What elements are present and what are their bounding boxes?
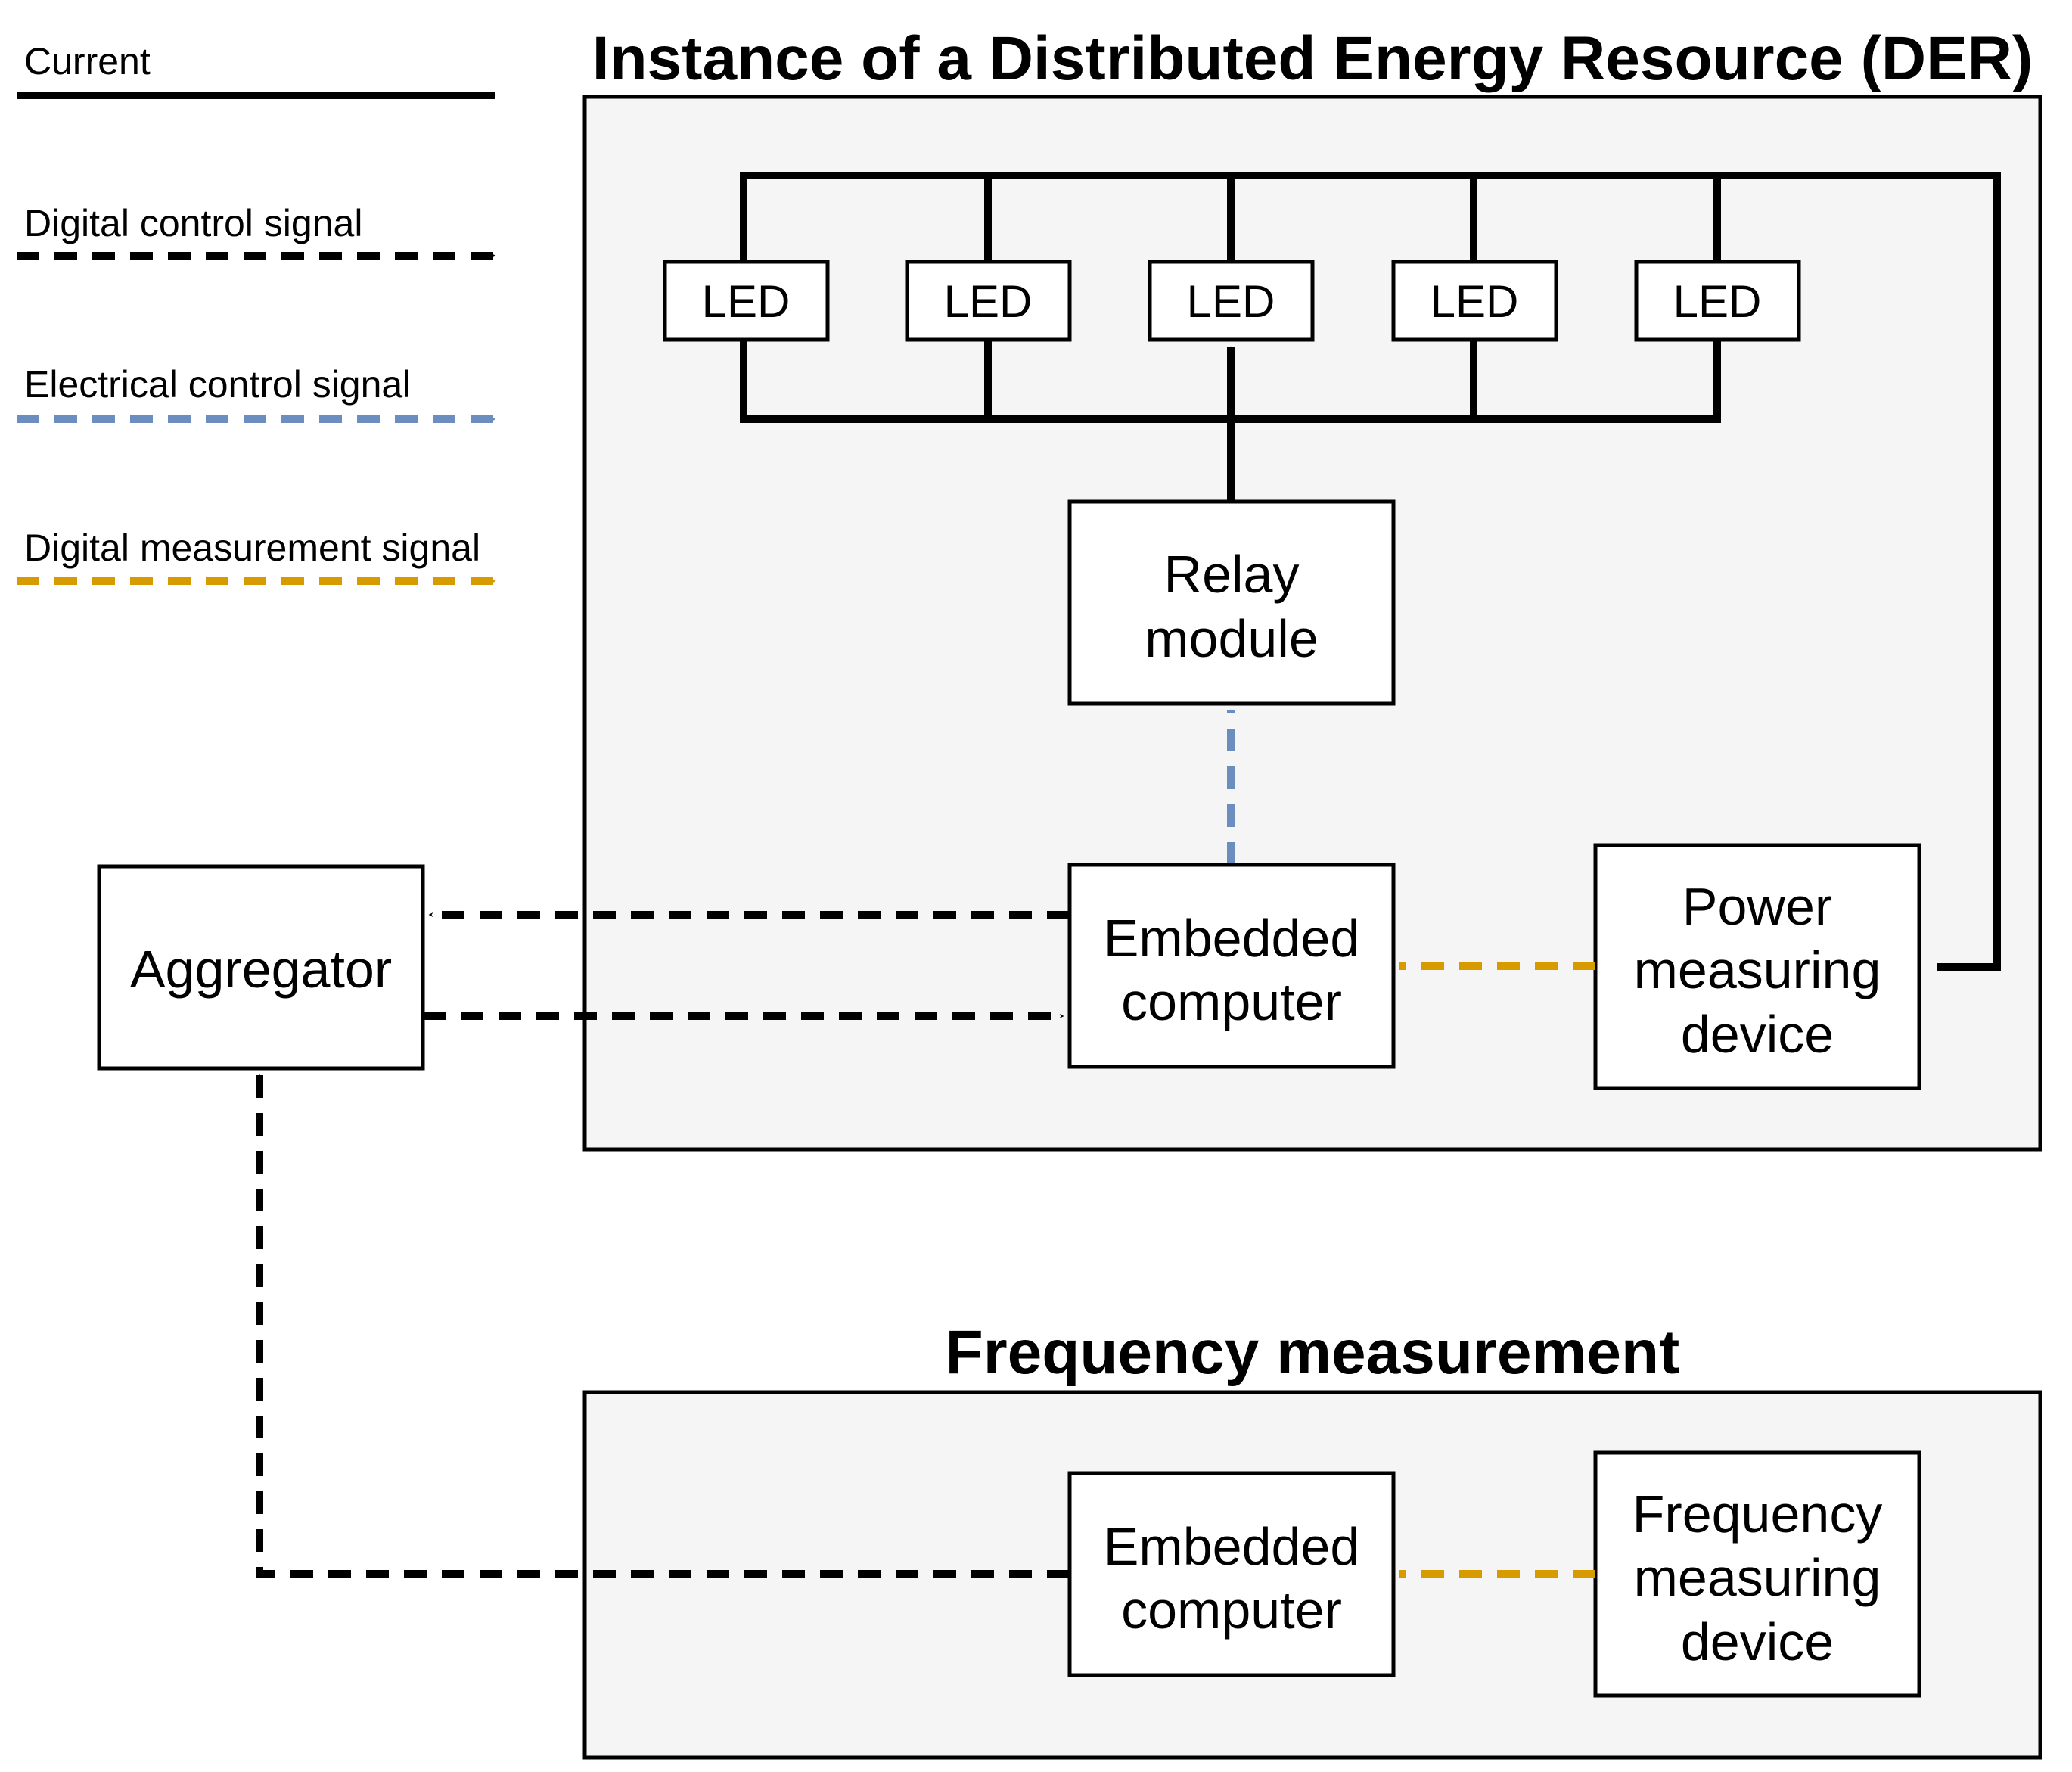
- legend-digital-control-label: Digital control signal: [24, 202, 362, 244]
- frequency-measuring-device-label-line3: device: [1681, 1612, 1834, 1671]
- der-embedded-computer-box: [1067, 863, 1396, 1069]
- power-measuring-device-box: [1593, 843, 1921, 1090]
- led-label: LED: [1673, 276, 1762, 327]
- freq-embedded-computer-label-line2: computer: [1121, 1581, 1342, 1640]
- led-label: LED: [702, 276, 791, 327]
- legend-electrical-control-label: Electrical control signal: [24, 363, 411, 406]
- legend-current-label: Current: [24, 40, 151, 82]
- freq-embedded-computer-label-line1: Embedded: [1104, 1517, 1360, 1576]
- power-measuring-device-label-line3: device: [1681, 1005, 1834, 1064]
- led-label: LED: [1431, 276, 1519, 327]
- freq-embedded-computer-box: [1067, 1471, 1396, 1677]
- led-row: LED LED LED LED LED: [663, 260, 1801, 342]
- led-box: [663, 260, 830, 342]
- der-embedded-computer-label-line1: Embedded: [1104, 909, 1360, 968]
- relay-module-label-line2: module: [1145, 609, 1319, 668]
- frequency-measuring-device-label-line2: measuring: [1634, 1548, 1881, 1607]
- der-group-title: Instance of a Distributed Energy Resourc…: [592, 24, 2033, 93]
- freq-group-title: Frequency measurement: [946, 1318, 1680, 1387]
- freq-embedded-to-aggregator-arrow: [256, 1074, 1070, 1578]
- power-measuring-device-label-line1: Power: [1682, 877, 1832, 936]
- der-embedded-computer-label-line2: computer: [1121, 972, 1342, 1031]
- aggregator-label: Aggregator: [130, 940, 392, 999]
- legend: Current Digital control signal Electrica…: [17, 40, 496, 585]
- current-wiring: [740, 172, 2001, 971]
- led-box: [1391, 260, 1558, 342]
- power-measuring-device-label-line2: measuring: [1634, 940, 1881, 999]
- relay-module-box: [1067, 499, 1396, 706]
- led-box: [905, 260, 1072, 342]
- led-label: LED: [944, 276, 1033, 327]
- aggregator-box: [97, 864, 425, 1071]
- current-loop-wire: [740, 172, 2001, 971]
- led-box: [1634, 260, 1801, 342]
- led-box: [1148, 260, 1315, 342]
- frequency-measuring-device-box: [1593, 1450, 1921, 1698]
- led-label: LED: [1187, 276, 1275, 327]
- legend-digital-measurement-label: Digital measurement signal: [24, 527, 480, 569]
- frequency-measuring-device-label-line1: Frequency: [1632, 1484, 1883, 1544]
- relay-module-label-line1: Relay: [1164, 545, 1300, 604]
